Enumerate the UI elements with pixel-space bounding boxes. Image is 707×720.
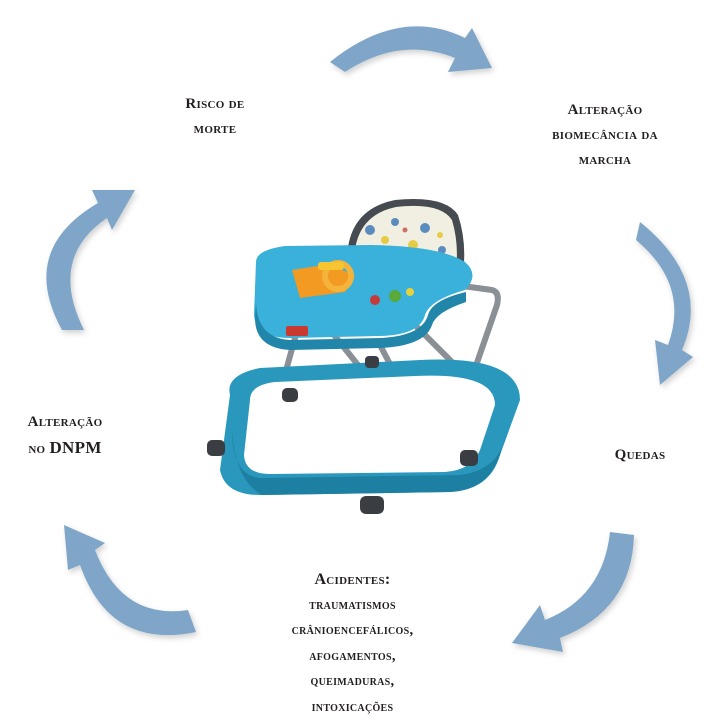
node-marcha-line-2: biomecância da	[520, 123, 690, 148]
baby-walker-image	[207, 199, 520, 514]
node-alteracao-marcha: Alteração biomecância da marcha	[520, 98, 690, 173]
node-risco-de-morte: Risco de morte	[150, 92, 280, 142]
node-acidentes-line-6: intoxicações	[240, 695, 465, 720]
arrow-right	[636, 222, 693, 385]
node-dnpm-line-1: Alteração	[0, 410, 130, 435]
node-marcha-line-3: marcha	[520, 148, 690, 173]
node-acidentes-line-4: afogamentos,	[240, 644, 465, 670]
node-dnpm-line-2: no DNPM	[0, 435, 130, 462]
node-risco-line-2: morte	[150, 117, 280, 142]
node-dnpm-word-dnpm: DNPM	[49, 438, 101, 457]
arrow-bottom-right	[512, 532, 634, 652]
arrow-top	[330, 26, 492, 72]
node-dnpm-word-no: no	[28, 441, 45, 457]
node-quedas-line-1: Quedas	[590, 443, 690, 468]
arrow-bottom-left	[64, 525, 196, 635]
arrow-left	[46, 190, 135, 330]
node-risco-line-1: Risco de	[150, 92, 280, 117]
node-acidentes-line-2: traumatismos	[240, 593, 465, 619]
node-marcha-line-1: Alteração	[520, 98, 690, 123]
node-acidentes-line-5: queimaduras,	[240, 669, 465, 695]
node-quedas: Quedas	[590, 443, 690, 468]
node-acidentes: Acidentes: traumatismos crânioencefálico…	[240, 567, 465, 720]
node-acidentes-line-3: crânioencefálicos,	[240, 618, 465, 644]
node-alteracao-dnpm: Alteração no DNPM	[0, 410, 130, 462]
node-acidentes-line-1: Acidentes:	[240, 567, 465, 593]
